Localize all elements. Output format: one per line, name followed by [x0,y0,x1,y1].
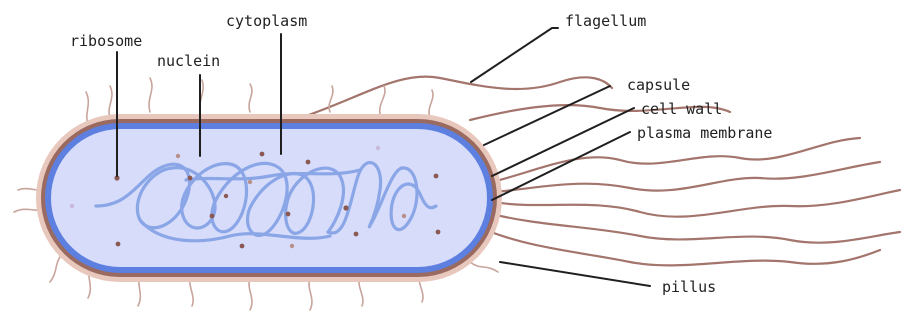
pilus [249,84,252,112]
flagellum-right-2 [494,162,880,192]
flagellum-right-5 [486,230,880,265]
ribosome-dot [70,204,74,208]
ribosome-dot [343,205,348,210]
ribosome-dot [188,176,193,181]
flagellum-top [300,77,612,118]
ribosome-dot [434,174,439,179]
pilus [380,86,385,114]
pilus [249,278,252,310]
ribosome-dot [260,152,265,157]
flagellum-right-4 [492,214,900,243]
pilus [109,86,112,118]
pilus [470,262,498,272]
ribosome-dot [224,194,228,198]
ribosome-dot [240,244,245,249]
flagellum-leader [471,28,558,82]
label-flagellum: flagellum [565,12,646,30]
label-cell-wall: cell wall [641,100,722,118]
pillus-leader [500,262,650,286]
pilus [50,254,62,282]
ribosome-dot [116,242,121,247]
label-ribosome: ribosome [70,32,142,50]
ribosome-dot [286,212,291,217]
label-plasma-membrane: plasma membrane [637,124,772,142]
flagellum-right-3 [494,190,900,217]
ribosome-dot [290,244,294,248]
label-nuclein: nuclein [157,52,220,70]
ribosome-dot [436,230,441,235]
pilus [309,278,312,310]
capsule-leader [484,86,610,145]
pilus [149,78,152,112]
label-capsule: capsule [627,76,690,94]
ribosome-dot [376,146,380,150]
label-pillus: pillus [662,278,716,296]
pilus [429,90,433,118]
ribosome-dot [210,214,215,219]
ribosome-dot [402,214,406,218]
ribosome-dot [248,180,252,184]
ribosome-dot [354,232,359,237]
ribosome-dot [176,154,180,158]
pilus [329,86,333,112]
ribosome-dot [306,160,311,165]
label-cytoplasm: cytoplasm [226,12,307,30]
